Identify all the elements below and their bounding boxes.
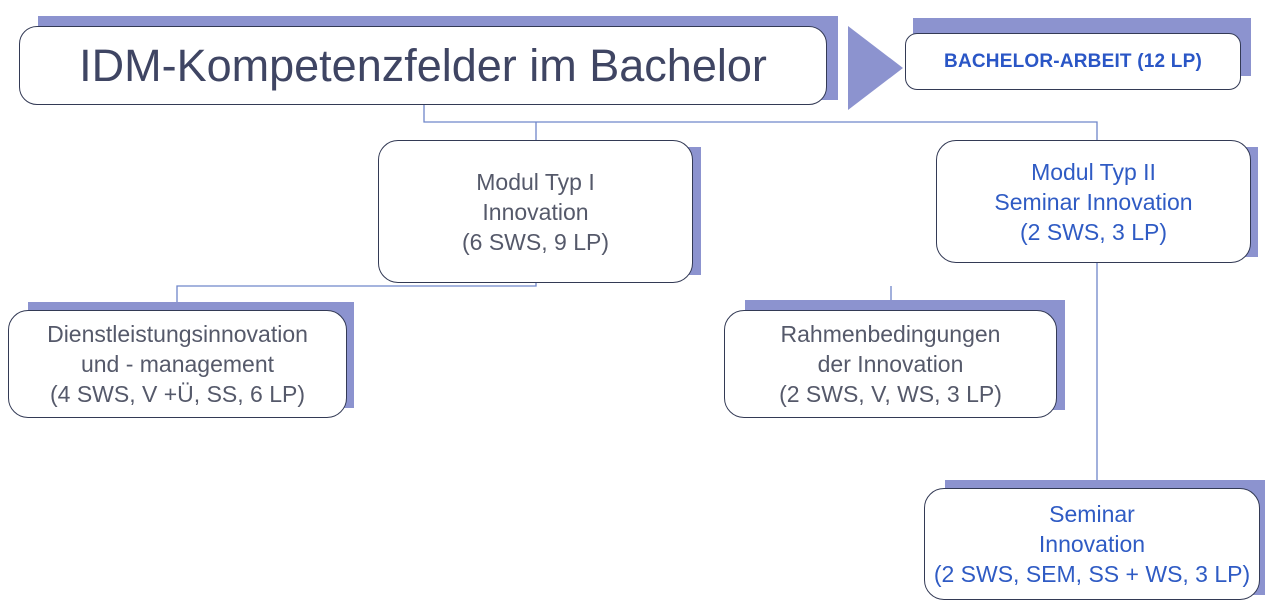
dienstleistung-line2: und - management xyxy=(80,351,275,377)
dienstleistung-box: Dienstleistungsinnovation und - manageme… xyxy=(8,310,347,418)
rahmenbedingungen-box: Rahmenbedingungen der Innovation (2 SWS,… xyxy=(724,310,1057,418)
modul-typ-1-line3: (6 SWS, 9 LP) xyxy=(462,228,609,255)
rahmenbedingungen-line3: (2 SWS, V, WS, 3 LP) xyxy=(779,381,1002,407)
title-box: IDM-Kompetenzfelder im Bachelor xyxy=(19,26,827,105)
connector-modul-1-to-children xyxy=(176,283,537,310)
seminar-box: Seminar Innovation (2 SWS, SEM, SS + WS,… xyxy=(924,488,1260,600)
seminar-line3: (2 SWS, SEM, SS + WS, 3 LP) xyxy=(933,561,1251,587)
seminar-line1: Seminar xyxy=(1049,501,1135,527)
modul-typ-2-line3: (2 SWS, 3 LP) xyxy=(1020,218,1167,245)
modul-typ-1-line2: Innovation xyxy=(482,198,589,225)
rahmenbedingungen-line2: der Innovation xyxy=(817,351,964,377)
rahmenbedingungen-line1: Rahmenbedingungen xyxy=(780,321,1001,347)
dienstleistung-line3: (4 SWS, V +Ü, SS, 6 LP) xyxy=(50,381,305,407)
modul-typ-2-line1: Modul Typ II xyxy=(1031,158,1156,185)
dienstleistung-line1: Dienstleistungsinnovation xyxy=(47,321,308,347)
seminar-line2: Innovation xyxy=(1038,531,1146,557)
modul-typ-1-line1: Modul Typ I xyxy=(476,168,595,195)
bachelor-arbeit-text: BACHELOR-ARBEIT (12 LP) xyxy=(944,50,1202,72)
modul-typ-2-line2: Seminar Innovation xyxy=(994,188,1193,215)
arrow-to-bachelor-arbeit xyxy=(848,26,903,110)
bachelor-arbeit-box: BACHELOR-ARBEIT (12 LP) xyxy=(905,33,1241,90)
modul-typ-2-box: Modul Typ II Seminar Innovation (2 SWS, … xyxy=(936,140,1251,263)
title-text: IDM-Kompetenzfelder im Bachelor xyxy=(79,39,767,91)
modul-typ-1-box: Modul Typ I Innovation (6 SWS, 9 LP) xyxy=(378,140,693,283)
connector-title-to-modules xyxy=(423,105,1098,140)
